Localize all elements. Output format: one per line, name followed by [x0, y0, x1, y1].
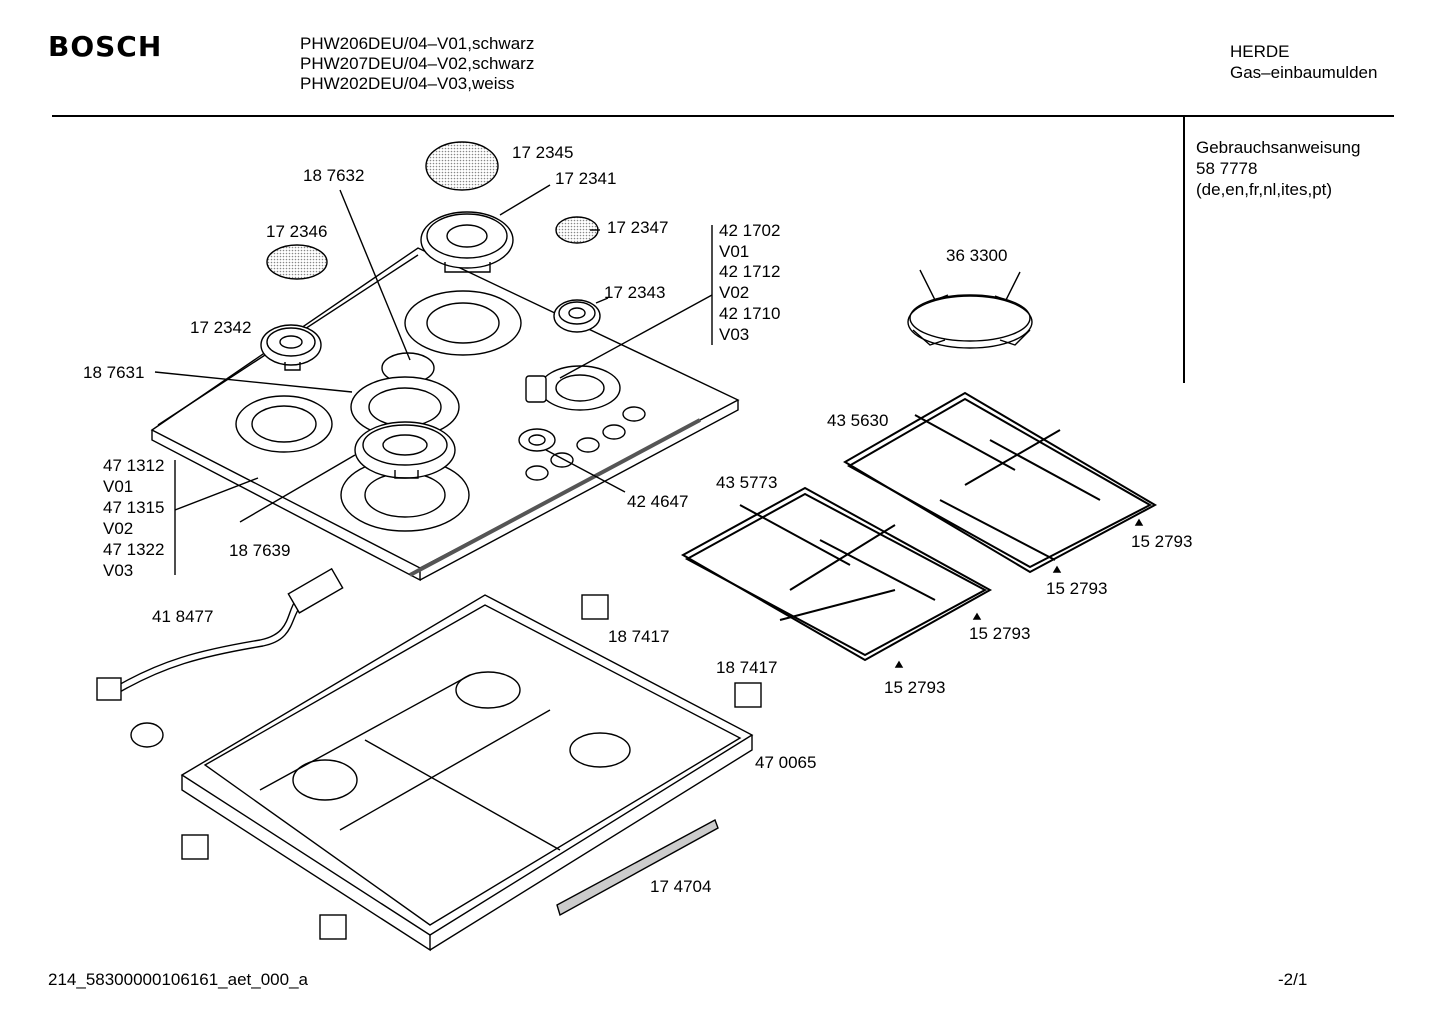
burner-cap-medium: [266, 244, 328, 280]
power-cable: [96, 567, 344, 701]
manual-languages: (de,en,fr,nl,ites,pt): [1196, 180, 1333, 199]
label-421-v01: V01: [719, 242, 749, 261]
burner-head-small: [553, 299, 601, 333]
label-363300: 36 3300: [946, 246, 1007, 265]
label-471322: 47 1322: [103, 540, 164, 559]
bracket-1: [581, 594, 609, 620]
label-152793-a: 15 2793: [1131, 532, 1192, 551]
label-172342: 17 2342: [190, 318, 251, 337]
label-172347: 17 2347: [607, 218, 668, 237]
label-172345: 17 2345: [512, 143, 573, 162]
label-471312: 47 1312: [103, 456, 164, 475]
label-471-v02: V02: [103, 519, 133, 538]
burner-head-large: [420, 211, 514, 273]
header-divider: [52, 115, 1394, 117]
side-divider: [1183, 117, 1185, 383]
label-187417-b: 18 7417: [716, 658, 777, 677]
sealing-strip: [556, 819, 719, 917]
label-172346: 17 2346: [266, 222, 327, 241]
burner-cap-large: [425, 141, 499, 191]
label-421-v03: V03: [719, 325, 749, 344]
label-187417-a: 18 7417: [608, 627, 669, 646]
grate-small: [680, 486, 993, 662]
wok-burner-stack: [350, 352, 460, 479]
label-424647: 42 4647: [627, 492, 688, 511]
label-174704: 17 4704: [650, 877, 711, 896]
subcategory-label: Gas–einbaumulden: [1230, 63, 1378, 82]
model-line-2: PHW207DEU/04–V02,schwarz: [300, 54, 535, 73]
label-435630: 43 5630: [827, 411, 888, 430]
label-471-v03: V03: [103, 561, 133, 580]
cable-clamp: [130, 722, 164, 748]
label-187631: 18 7631: [83, 363, 144, 382]
label-421710: 42 1710: [719, 304, 780, 323]
category-label: HERDE: [1230, 42, 1290, 61]
manual-title: Gebrauchsanweisung: [1196, 138, 1361, 157]
document-id: 214_58300000106161_aet_000_a: [48, 970, 308, 989]
model-line-3: PHW202DEU/04–V03,weiss: [300, 74, 515, 93]
label-172343: 17 2343: [604, 283, 665, 302]
bracket-3: [181, 834, 209, 860]
ignition-module: [525, 375, 547, 403]
bracket-4: [319, 914, 347, 940]
label-418477: 41 8477: [152, 607, 213, 626]
manual-number: 58 7778: [1196, 159, 1258, 178]
burner-head-medium: [260, 324, 322, 371]
label-152793-d: 15 2793: [884, 678, 945, 697]
label-152793-c: 15 2793: [969, 624, 1030, 643]
label-435773: 43 5773: [716, 473, 777, 492]
label-471315: 47 1315: [103, 498, 164, 517]
part-labels: 17 2345 17 2341 18 7632 17 2346 17 2347 …: [83, 143, 1192, 896]
label-471-v01: V01: [103, 477, 133, 496]
base-tray: [180, 594, 754, 952]
label-187639: 18 7639: [229, 541, 290, 560]
label-172341: 17 2341: [555, 169, 616, 188]
model-line-1: PHW206DEU/04–V01,schwarz: [300, 34, 535, 53]
label-421712: 42 1712: [719, 262, 780, 281]
brand-logo: BOSCH: [48, 30, 163, 63]
grate-large: [843, 391, 1158, 574]
label-470065: 47 0065: [755, 753, 816, 772]
wok-ring-support: [907, 269, 1033, 349]
label-187632: 18 7632: [303, 166, 364, 185]
label-421702: 42 1702: [719, 221, 780, 240]
page-number: -2/1: [1278, 970, 1308, 989]
knob-ring: [518, 428, 556, 452]
label-152793-b: 15 2793: [1046, 579, 1107, 598]
bracket-2: [734, 682, 762, 708]
label-421-v02: V02: [719, 283, 749, 302]
